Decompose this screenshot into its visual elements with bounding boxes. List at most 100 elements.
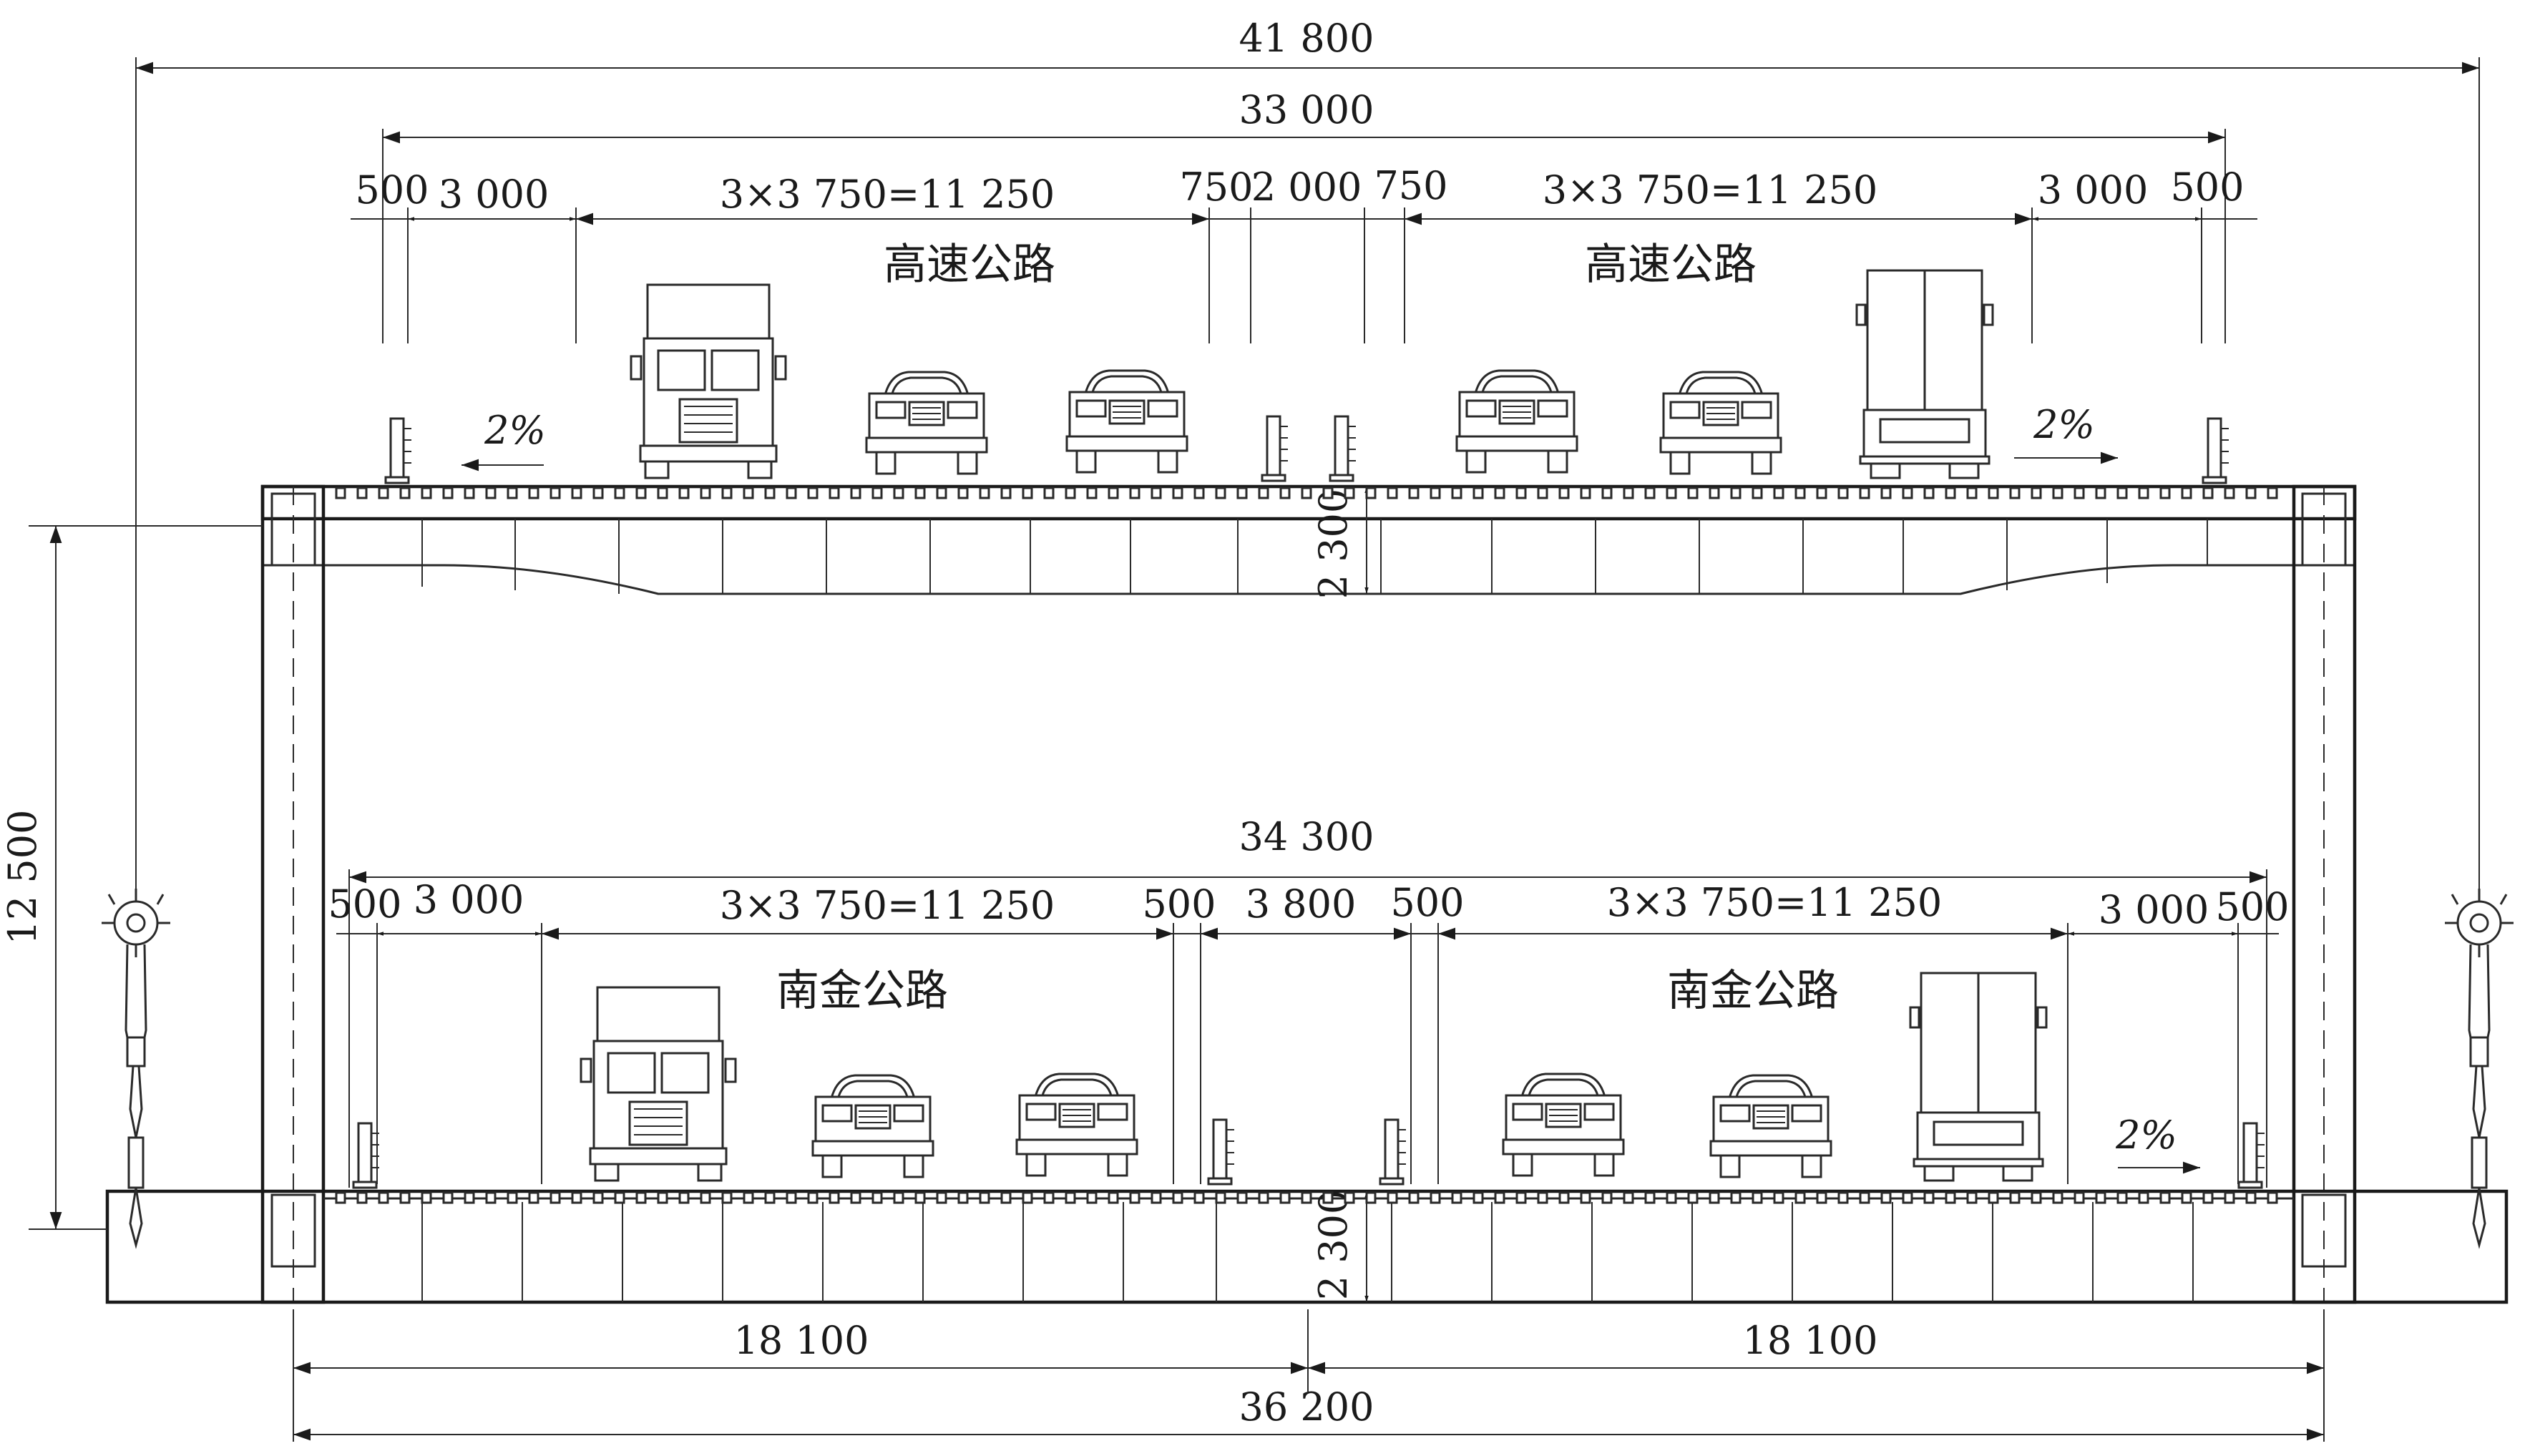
- deck-notch: [1580, 1191, 1591, 1204]
- deck-notch: [1494, 487, 1505, 499]
- dim-total-height: 12 500: [0, 810, 45, 945]
- deck-notch: [550, 487, 561, 499]
- deck-notch: [1108, 487, 1119, 499]
- deck-notch: [1108, 1191, 1119, 1204]
- deck-notch: [1451, 1191, 1462, 1204]
- road-label-lower-left: 南金公路: [776, 966, 948, 1016]
- dim-lower-4: 500: [1142, 881, 1216, 927]
- deck-notch: [1022, 487, 1033, 499]
- deck-notch: [657, 487, 668, 499]
- deck-notch: [764, 1191, 776, 1204]
- dim-lower-3: 3×3 750=11 250: [720, 883, 1055, 928]
- dim-half-left: 18 100: [734, 1318, 869, 1363]
- deck-notch: [2116, 487, 2128, 499]
- deck-notch: [786, 1191, 797, 1204]
- deck-notch: [1000, 1191, 1012, 1204]
- deck-notch: [1988, 487, 1999, 499]
- deck-notch: [528, 487, 539, 499]
- deck-notch: [614, 1191, 625, 1204]
- deck-notch: [2267, 1191, 2278, 1204]
- deck-notch: [2202, 487, 2214, 499]
- deck-notch: [1258, 1191, 1269, 1204]
- deck-notch: [1365, 1191, 1377, 1204]
- dim-lower-9: 500: [2215, 884, 2289, 929]
- deck-notch: [507, 487, 518, 499]
- deck-notch: [2031, 487, 2042, 499]
- dim-lower-7: 3×3 750=11 250: [1607, 880, 1942, 925]
- deck-notch: [743, 487, 754, 499]
- deck-notch: [1730, 1191, 1742, 1204]
- deck-notch: [1666, 487, 1677, 499]
- deck-notch: [914, 1191, 926, 1204]
- slope-upper-right: 2%: [2033, 402, 2095, 447]
- deck-notch: [1816, 487, 1827, 499]
- deck-notch: [614, 487, 625, 499]
- deck-notch: [979, 1191, 990, 1204]
- deck-notch: [1151, 1191, 1162, 1204]
- slope-lower-right: 2%: [2115, 1113, 2177, 1158]
- deck-notch: [2159, 1191, 2171, 1204]
- deck-notch: [2074, 487, 2085, 499]
- deck-notch: [1322, 487, 1334, 499]
- deck-notch: [2138, 1191, 2149, 1204]
- deck-notch: [1279, 1191, 1291, 1204]
- deck-notch: [421, 487, 432, 499]
- deck-notch: [1859, 487, 1870, 499]
- deck-notch: [1365, 487, 1377, 499]
- deck-notch: [829, 487, 840, 499]
- deck-notch: [657, 1191, 668, 1204]
- dim-lower-8: 3 000: [2099, 887, 2209, 932]
- deck-notch: [1752, 487, 1763, 499]
- deck-notch: [2245, 1191, 2257, 1204]
- deck-notch: [1193, 1191, 1205, 1204]
- deck-notch: [721, 1191, 733, 1204]
- deck-notch: [1515, 487, 1527, 499]
- deck-notch: [356, 487, 368, 499]
- dim-upper-7: 3×3 750=11 250: [1543, 167, 1877, 212]
- deck-notch: [485, 487, 497, 499]
- deck-notch: [1408, 1191, 1420, 1204]
- deck-notch: [1301, 1191, 1312, 1204]
- deck-notch: [871, 487, 883, 499]
- deck-notch: [721, 487, 733, 499]
- dim-box-width: 36 200: [1239, 1384, 1374, 1430]
- deck-notch: [2138, 487, 2149, 499]
- deck-notch: [2009, 1191, 2021, 1204]
- deck-notch: [2095, 1191, 2106, 1204]
- deck-notch: [1880, 1191, 1892, 1204]
- deck-notch: [1000, 487, 1012, 499]
- deck-notch: [764, 487, 776, 499]
- deck-notch: [1730, 487, 1742, 499]
- deck-notch: [378, 1191, 389, 1204]
- deck-notch: [464, 1191, 475, 1204]
- deck-notch: [1129, 1191, 1140, 1204]
- deck-notch: [2159, 487, 2171, 499]
- deck-notch: [1043, 1191, 1055, 1204]
- deck-notch: [1773, 1191, 1784, 1204]
- deck-notch: [1387, 1191, 1398, 1204]
- deck-notch: [700, 1191, 711, 1204]
- deck-notch: [1966, 487, 1978, 499]
- deck-notch: [635, 1191, 647, 1204]
- deck-notch: [528, 1191, 539, 1204]
- deck-notch: [1923, 487, 1935, 499]
- dim-lower-2: 3 000: [414, 877, 524, 922]
- deck-notch: [399, 1191, 411, 1204]
- deck-notch: [2181, 487, 2192, 499]
- road-label-lower-right: 南金公路: [1667, 966, 1839, 1016]
- deck-notch: [1236, 487, 1248, 499]
- deck-notch: [378, 487, 389, 499]
- deck-notch: [807, 487, 819, 499]
- dim-lower-6: 500: [1390, 880, 1464, 925]
- deck-notch: [1151, 487, 1162, 499]
- dim-upper-4: 750: [1179, 165, 1253, 210]
- deck-notch: [1515, 1191, 1527, 1204]
- deck-notch: [421, 1191, 432, 1204]
- deck-notch: [1580, 487, 1591, 499]
- deck-notch: [700, 487, 711, 499]
- deck-notch: [1794, 1191, 1806, 1204]
- lower-ribs: [421, 1202, 2194, 1302]
- deck-notch: [2202, 1191, 2214, 1204]
- deck-notch: [2009, 487, 2021, 499]
- deck-notch: [979, 487, 990, 499]
